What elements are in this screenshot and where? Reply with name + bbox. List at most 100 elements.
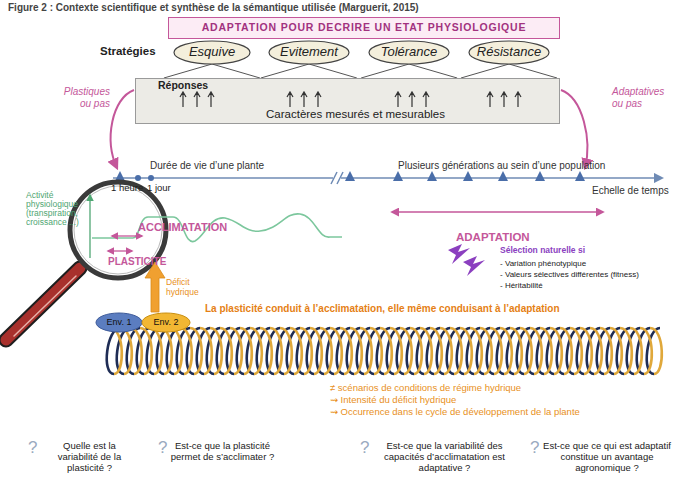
ellipse-shape xyxy=(174,41,250,64)
helix-strand xyxy=(190,328,202,374)
helix-strand xyxy=(460,328,472,374)
time-marker xyxy=(115,171,125,181)
helix-strand xyxy=(350,328,362,374)
node-text: Réponses xyxy=(158,80,208,92)
strategy-link xyxy=(212,64,260,78)
stress-arrow xyxy=(145,262,165,312)
response-box: RéponsesCaractères mesurés et mesurables xyxy=(135,78,560,124)
helix-strand xyxy=(590,328,602,374)
span-arrow xyxy=(112,235,142,236)
span-arrow xyxy=(392,211,603,213)
stress-label: Déficit hydrique xyxy=(166,278,208,298)
strategy-link xyxy=(164,64,212,78)
activity-curve xyxy=(92,214,342,242)
strategy-ellipse: Evitement xyxy=(268,40,350,65)
condition-item: - Valeurs sélectives différentes (fitnes… xyxy=(500,270,639,279)
helix-strand xyxy=(520,328,532,374)
node-content: ADAPTATION POUR DECRIRE UN ETAT PHYSIOLO… xyxy=(169,18,559,38)
magnifier-handle xyxy=(6,268,80,340)
helix-strand xyxy=(620,328,632,374)
helix-strand xyxy=(360,328,372,374)
adaptive-note: Adaptatives ou pas xyxy=(612,86,670,109)
plasticity-note: Plastiques ou pas xyxy=(58,86,110,109)
helix-strand xyxy=(480,328,492,374)
condition-item: - Variation phénotypique xyxy=(500,259,586,268)
helix-strand xyxy=(110,328,122,374)
ellipse-shape xyxy=(96,313,142,332)
strategy-link xyxy=(509,64,557,78)
node-text: Résistance xyxy=(477,45,541,59)
question-mark: ? xyxy=(158,438,167,458)
environment-ellipse: Env. 2 xyxy=(141,312,191,333)
time-marker xyxy=(345,171,355,181)
scenario-item: ⇝ Intensité du déficit hydrique xyxy=(330,395,456,406)
strategy-link xyxy=(361,64,409,78)
helix-strand xyxy=(320,328,332,374)
helix-strand xyxy=(210,328,222,374)
helix-strand xyxy=(400,328,412,374)
activity-axis xyxy=(89,195,90,258)
helix-strand xyxy=(280,328,292,374)
helix-strand xyxy=(640,328,652,374)
helix-strand xyxy=(130,328,142,374)
node-text: Env. 1 xyxy=(107,318,132,328)
title-box: ADAPTATION POUR DECRIRE UN ETAT PHYSIOLO… xyxy=(168,17,560,39)
research-question: Est-ce que la variabilité des capacités … xyxy=(372,441,517,474)
helix-strand xyxy=(550,328,562,374)
node-content: Tolérance xyxy=(368,40,450,65)
handle-highlight xyxy=(14,276,76,336)
strategy-ellipse: Esquive xyxy=(173,40,251,65)
node-content: Env. 2 xyxy=(141,312,191,333)
node-content: Esquive xyxy=(173,40,251,65)
helix-strand xyxy=(170,328,182,374)
node-text: Esquive xyxy=(189,45,235,59)
axis-label: Activité physiologique (transpiration, c… xyxy=(26,191,88,227)
time-markers xyxy=(115,171,585,181)
helix-strand xyxy=(410,328,422,374)
summary-statement: La plasticité conduit à l’acclimatation,… xyxy=(205,303,560,315)
helix-strand xyxy=(580,328,592,374)
helix-strand xyxy=(180,328,192,374)
strategies-heading: Stratégies xyxy=(100,45,156,58)
time-tick-label: 1 heure xyxy=(111,183,143,194)
strategy-ellipse: Résistance xyxy=(468,40,550,65)
selection-heading: Sélection naturelle si xyxy=(500,246,585,256)
strategy-link xyxy=(309,64,357,78)
time-marker xyxy=(498,171,508,181)
strategy-link xyxy=(261,64,309,78)
node-text: Evitement xyxy=(280,45,338,59)
helix-strand xyxy=(330,328,342,374)
helix-strand xyxy=(500,328,512,374)
process-label: PLASTICITE xyxy=(108,256,166,268)
plant-lifespan-label: Durée de vie d’une plante xyxy=(150,160,264,172)
strategy-link xyxy=(461,64,509,78)
condition-item: - Héritabilité xyxy=(500,281,543,290)
scenario-item: ≠ scénarios de conditions de régime hydr… xyxy=(330,383,521,394)
helix-strand xyxy=(420,328,432,374)
dna-helix xyxy=(107,328,662,374)
research-question: Est-ce que ce qui est adaptatif constitu… xyxy=(543,441,671,474)
helix-strand xyxy=(160,328,172,374)
figure-title: Figure 2 : Contexte scientifique et synt… xyxy=(8,2,419,14)
curved-arrow xyxy=(561,90,587,168)
helix-strand xyxy=(490,328,502,374)
curved-arrow xyxy=(111,90,134,168)
helix-strand xyxy=(530,328,542,374)
node-subtext: Caractères mesurés et mesurables xyxy=(266,108,445,121)
time-marker xyxy=(463,171,473,181)
helix-strand xyxy=(630,328,642,374)
helix-strand xyxy=(380,328,392,374)
helix-strand xyxy=(120,328,132,374)
strategy-link xyxy=(409,64,457,78)
helix-strand xyxy=(390,328,402,374)
helix-strand xyxy=(600,328,612,374)
helix-strand xyxy=(270,328,282,374)
time-marker xyxy=(575,171,585,181)
helix-strand xyxy=(430,328,442,374)
question-mark: ? xyxy=(530,438,539,458)
helix-strand xyxy=(510,328,522,374)
time-marker xyxy=(535,171,545,181)
generations-label: Plusieurs générations au sein d’une popu… xyxy=(398,160,605,172)
ellipse-shape xyxy=(142,313,190,332)
helix-strand xyxy=(310,328,322,374)
